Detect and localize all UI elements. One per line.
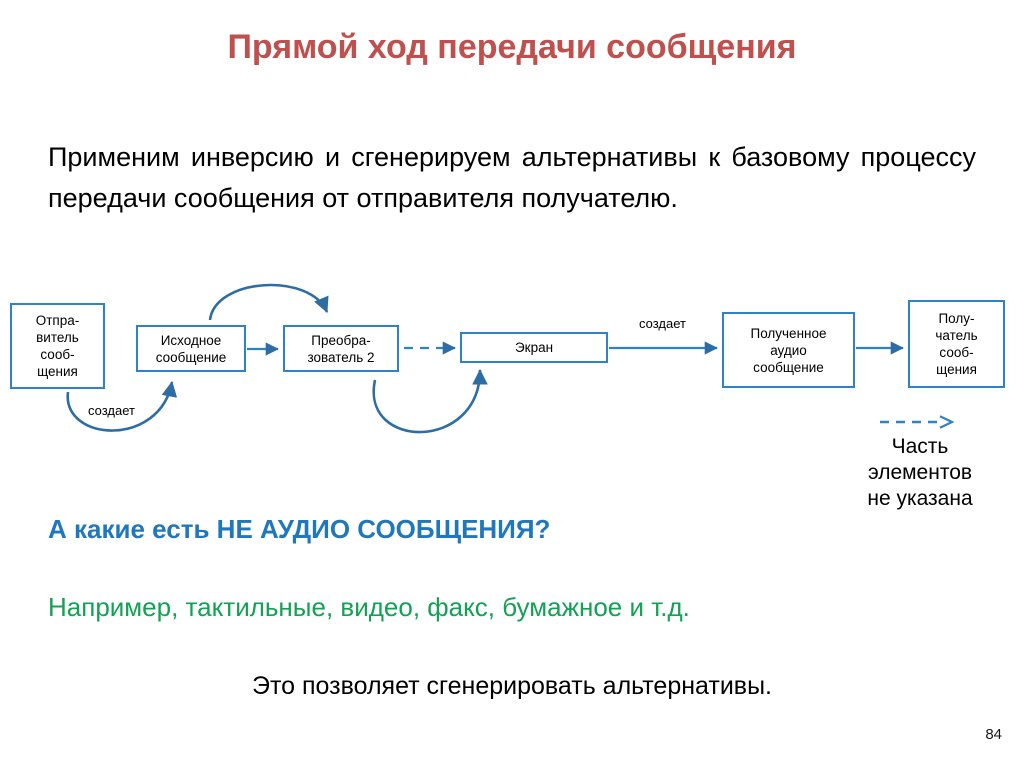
node-source-message: Исходное сообщение	[136, 325, 246, 372]
conclusion-line: Это позволяет сгенерировать альтернативы…	[251, 672, 772, 700]
edge-arc-sender-creates-source	[66, 380, 178, 432]
edge-label-creates-right: создает	[639, 316, 686, 331]
node-receiver: Полу- чатель сооб- щения	[908, 300, 1005, 388]
legend-dashed-arrow-icon	[830, 410, 1010, 434]
examples-line: Например, тактильные, видео, факс, бумаж…	[48, 592, 690, 622]
edge-arc-top-to-converter	[208, 283, 329, 321]
edge-arc-converter-to-screen	[372, 368, 488, 434]
diagram-connectors	[66, 283, 904, 434]
legend: Часть элементов не указана	[830, 410, 1010, 512]
node-received-audio-message: Полученное аудио сообщение	[722, 312, 855, 388]
message-transmission-diagram: Отпра- витель сооб- щения Исходное сообщ…	[0, 270, 1024, 520]
page-number: 84	[985, 726, 1002, 743]
intro-paragraph-text: Применим инверсию и сгенерируем альтерна…	[48, 142, 976, 213]
question-line: А какие есть НЕ АУДИО СООБЩЕНИЯ?	[48, 514, 551, 544]
page-title: Прямой ход передачи сообщения	[227, 28, 797, 66]
intro-paragraph: Применим инверсию и сгенерируем альтерна…	[48, 137, 976, 219]
legend-text: Часть элементов не указана	[867, 435, 973, 510]
node-sender: Отпра- витель сооб- щения	[10, 303, 105, 389]
node-screen: Экран	[460, 332, 608, 363]
edge-label-creates-left: создает	[88, 403, 135, 418]
node-converter-2: Преобра- зователь 2	[283, 325, 399, 372]
